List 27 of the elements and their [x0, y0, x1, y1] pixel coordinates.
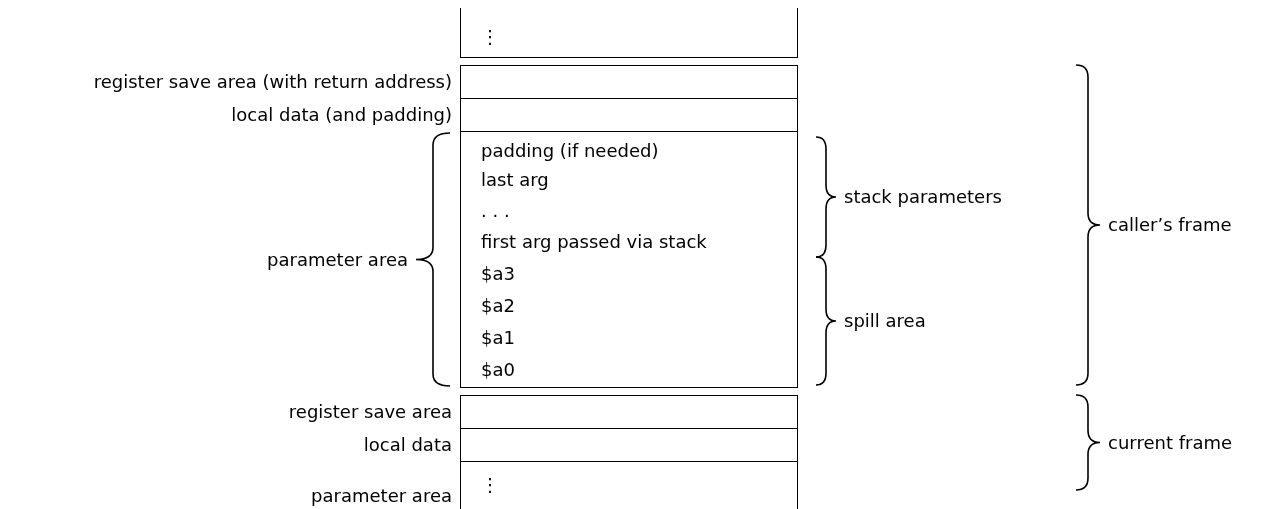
slot-text: ⋮ [481, 474, 499, 496]
stack-slot [460, 461, 798, 509]
slot-text: $a2 [481, 295, 515, 317]
slot-text: $a3 [481, 263, 515, 285]
region-label: parameter area [267, 248, 408, 271]
region-label: local data (and padding) [231, 104, 452, 126]
stack-slot [460, 131, 798, 388]
stack-slot [460, 65, 798, 99]
slot-text: first arg passed via stack [481, 231, 707, 253]
region-label: parameter area [311, 485, 452, 507]
brace-label: stack parameters [844, 186, 1002, 208]
brace-label: spill area [844, 310, 926, 332]
brace-label: caller’s frame [1108, 214, 1232, 236]
region-label: register save area (with return address) [93, 71, 452, 93]
stack-slot [460, 428, 798, 462]
stack-slot [460, 98, 798, 132]
region-label: register save area [288, 401, 452, 423]
brace-label: current frame [1108, 431, 1233, 454]
slot-text: padding (if needed) [481, 140, 659, 162]
slot-text: . . . [481, 200, 510, 222]
slot-text: last arg [481, 169, 549, 191]
slot-text: $a0 [481, 359, 515, 381]
region-label: local data [363, 434, 452, 456]
slot-text: $a1 [481, 327, 515, 349]
slot-text: ⋮ [481, 26, 499, 48]
stack-slot [460, 8, 798, 58]
stack-slot [460, 395, 798, 429]
